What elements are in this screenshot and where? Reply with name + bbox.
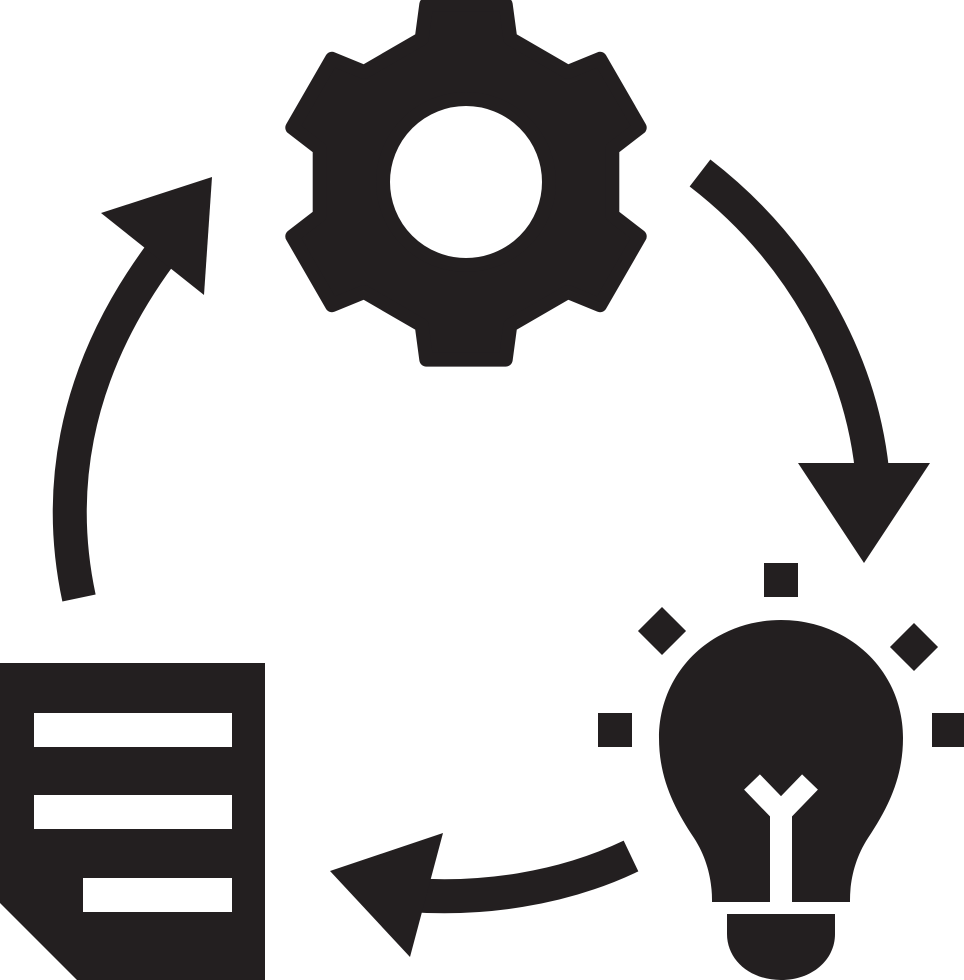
lightbulb-icon (598, 563, 964, 980)
arrow-bulb-to-document (330, 833, 639, 957)
arrow-gear-to-bulb (689, 159, 930, 563)
curved-arrow-icon (52, 244, 174, 602)
ray-left (598, 713, 632, 747)
ray-upper-right (889, 622, 939, 672)
arrowhead-left-icon (330, 833, 443, 957)
document-icon (0, 663, 265, 980)
document-line-3 (83, 878, 232, 912)
bulb-filament (744, 774, 818, 902)
curved-arrow-icon (408, 840, 639, 914)
bulb-base (727, 914, 835, 980)
gear-icon (285, 0, 647, 367)
ray-top (764, 563, 798, 597)
ray-upper-left (637, 606, 687, 656)
bulb-glass (659, 620, 903, 902)
ray-right (932, 713, 964, 747)
document-line-1 (34, 713, 232, 747)
document-line-2 (34, 795, 232, 829)
arrow-document-to-gear (52, 177, 212, 602)
arrowhead-up-icon (101, 177, 212, 295)
gear-body (285, 0, 647, 367)
arrowhead-down-icon (798, 463, 930, 563)
curved-arrow-icon (689, 159, 889, 472)
